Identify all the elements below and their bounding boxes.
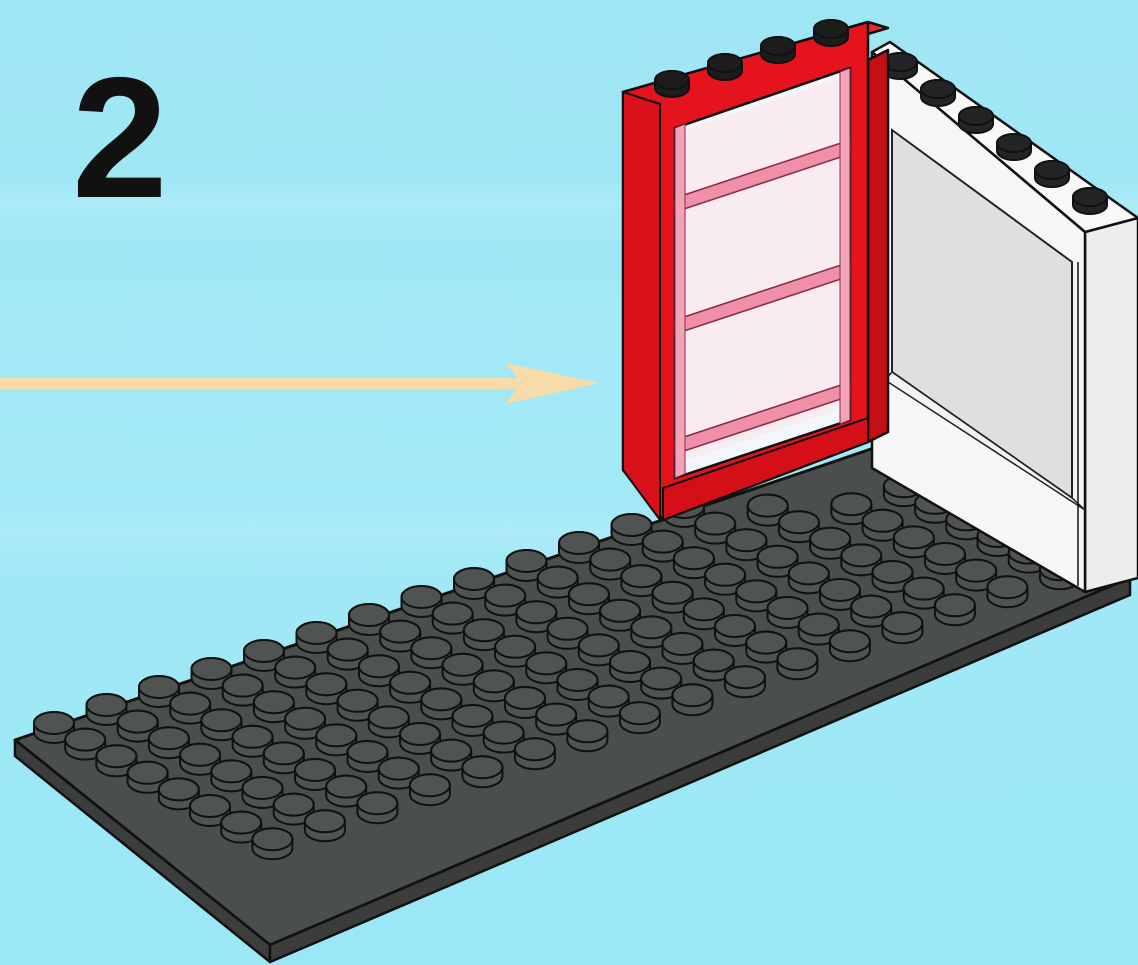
wall-stud bbox=[997, 134, 1031, 160]
baseplate-stud bbox=[830, 630, 870, 661]
baseplate-stud bbox=[515, 738, 555, 769]
baseplate-stud bbox=[882, 612, 922, 643]
baseplate-stud bbox=[252, 828, 292, 859]
baseplate-stud bbox=[725, 666, 765, 697]
door-frame bbox=[623, 20, 888, 520]
door-stud bbox=[814, 20, 848, 46]
door-stud bbox=[708, 54, 742, 80]
wall-stud bbox=[1073, 188, 1107, 214]
baseplate-stud bbox=[305, 810, 345, 841]
baseplate-stud bbox=[620, 702, 660, 733]
baseplate-stud bbox=[672, 684, 712, 715]
arrow-right-icon bbox=[0, 363, 600, 404]
wall-stud bbox=[1035, 161, 1069, 187]
baseplate-stud bbox=[462, 756, 502, 787]
step-number: 2 bbox=[72, 52, 164, 224]
wall-stud bbox=[921, 80, 955, 106]
baseplate-stud bbox=[410, 774, 450, 805]
baseplate-stud bbox=[567, 720, 607, 751]
baseplate-stud bbox=[777, 648, 817, 679]
door-stud bbox=[655, 71, 689, 97]
wall-stud bbox=[959, 107, 993, 133]
baseplate-stud bbox=[357, 792, 397, 823]
baseplate-stud bbox=[987, 576, 1027, 607]
door-stud bbox=[761, 37, 795, 63]
baseplate-stud bbox=[935, 594, 975, 625]
